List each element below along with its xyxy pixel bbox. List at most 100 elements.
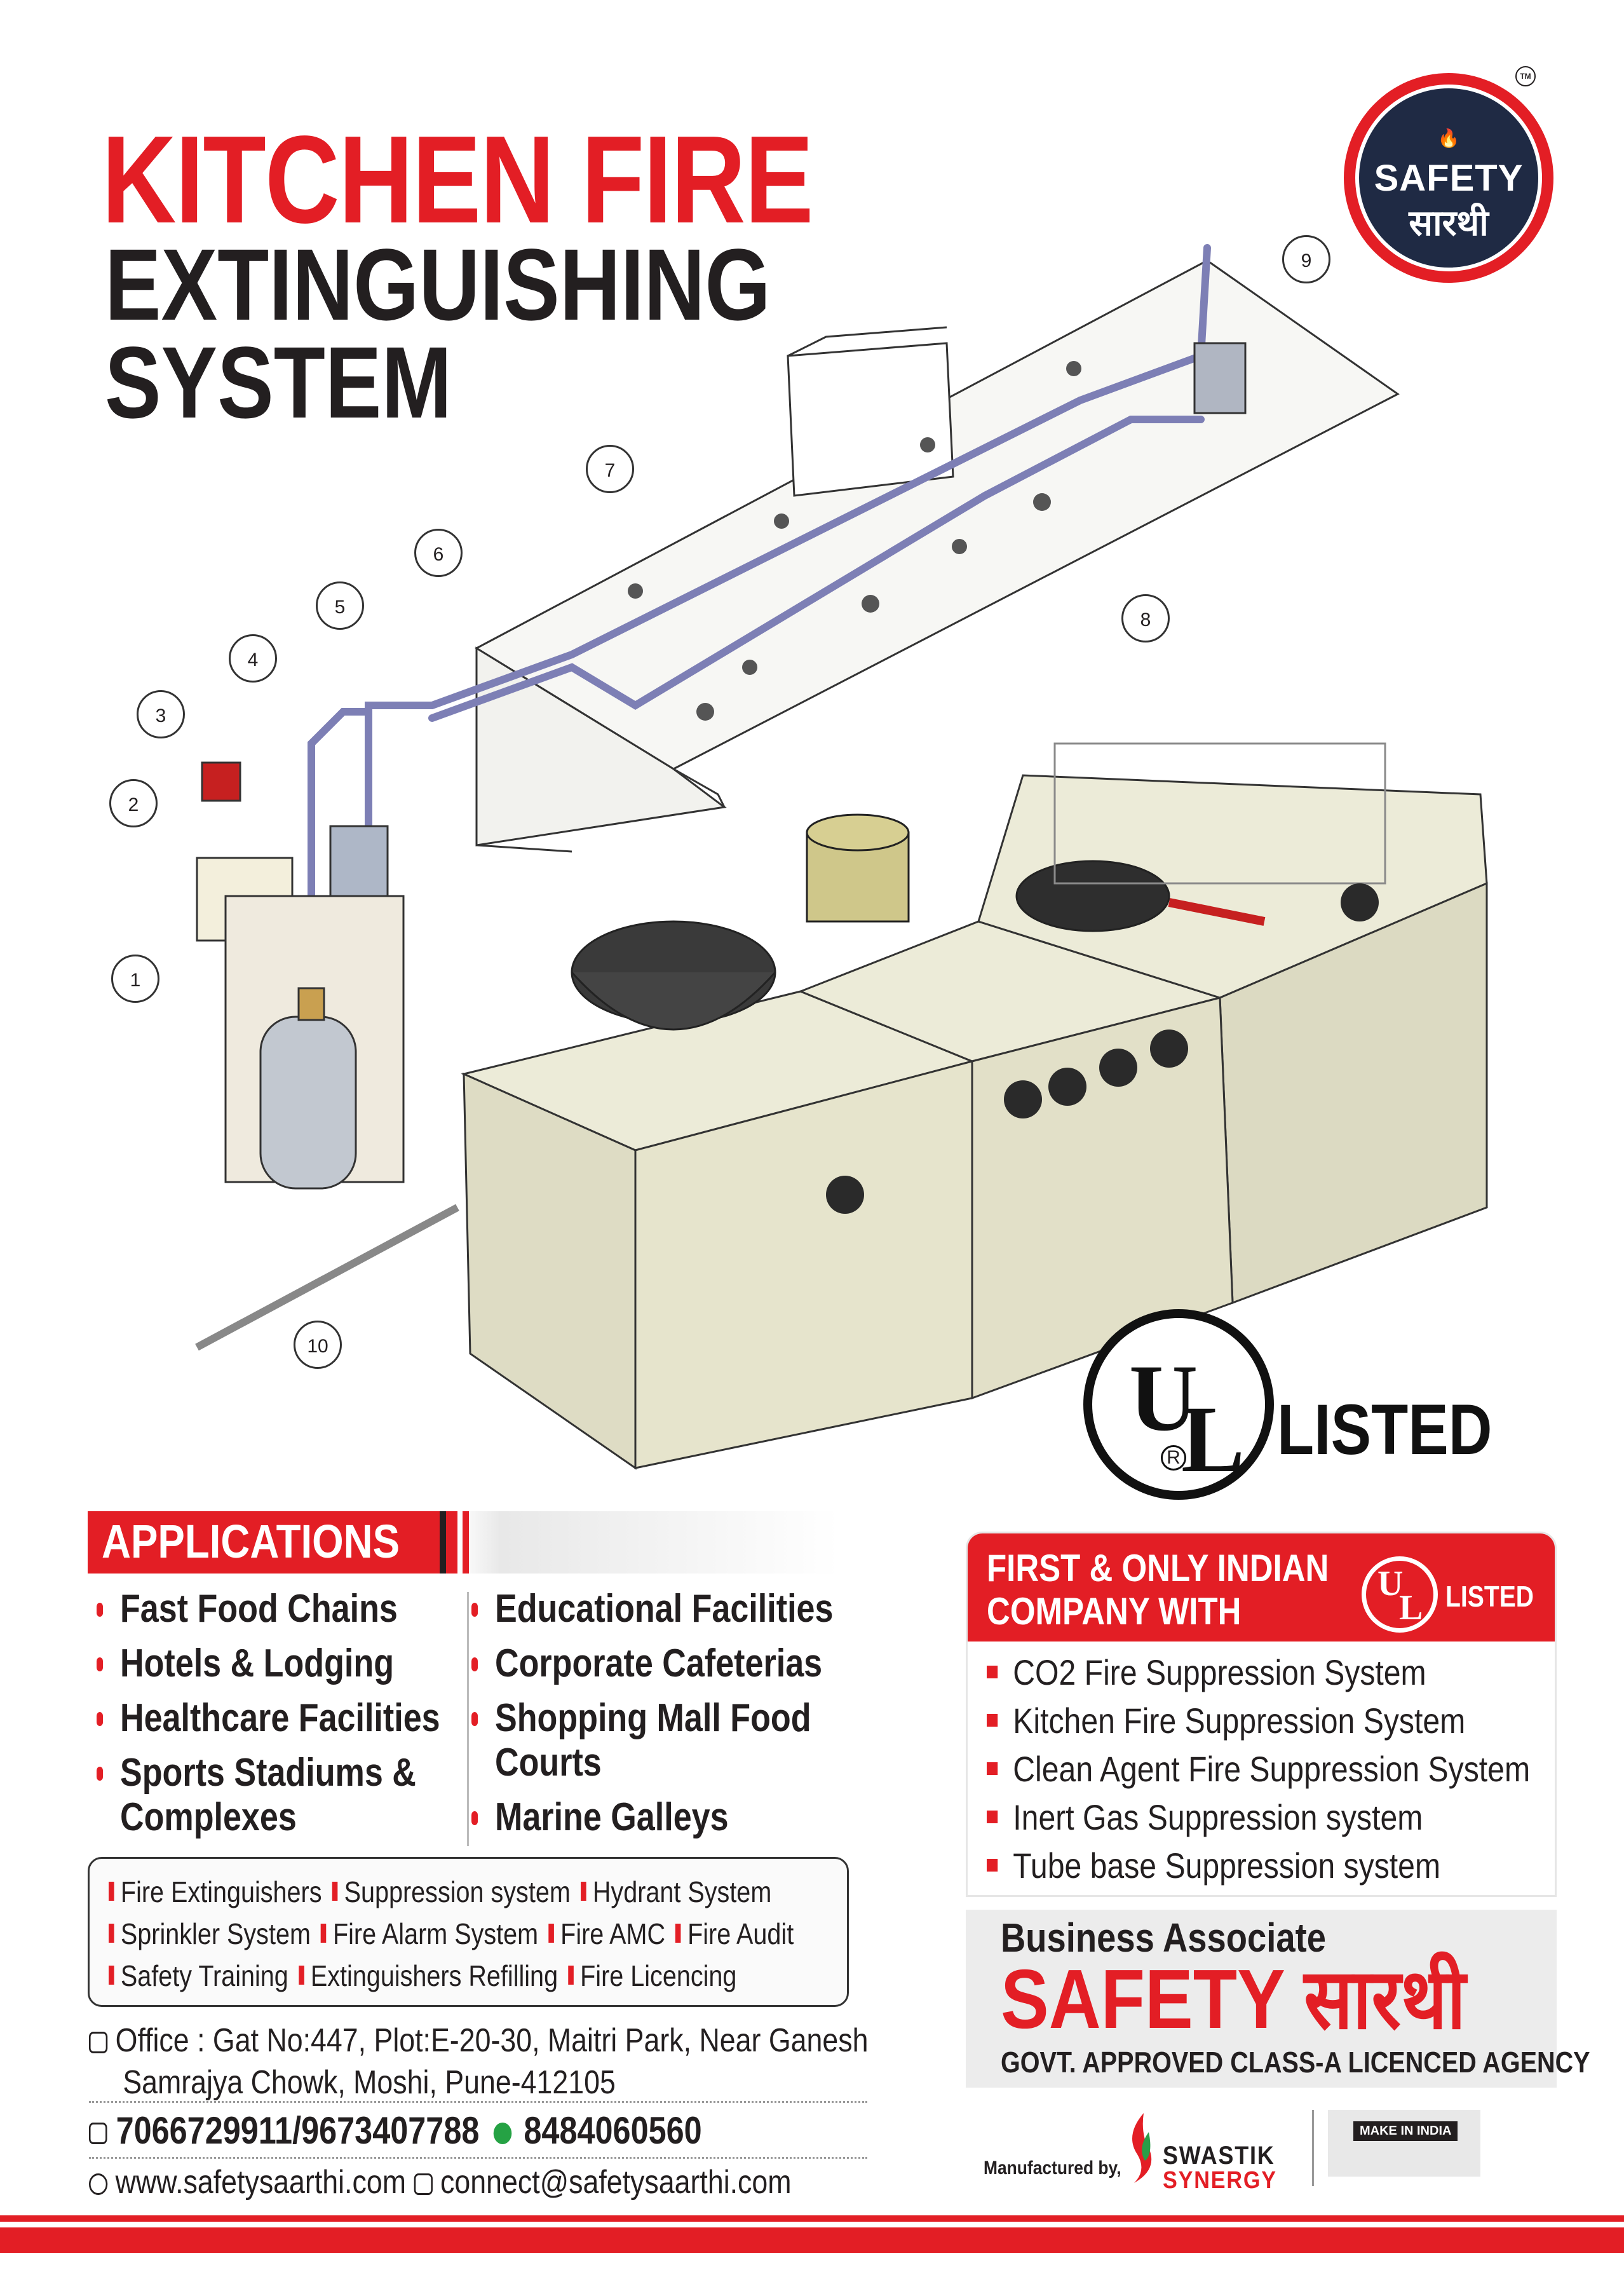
manufacturer-brand-2: SYNERGY: [1163, 2167, 1277, 2194]
cooking-range: [461, 774, 1488, 1470]
footer-bar: [0, 2227, 1624, 2253]
callout-4: 4: [229, 634, 277, 683]
list-item: Fast Food Chains: [97, 1586, 440, 1632]
service-item: Fire AMC: [548, 1916, 665, 1952]
ul-small-listed-text: LISTED: [1445, 1580, 1534, 1613]
service-item: Fire Licencing: [568, 1958, 736, 1994]
ul-letter-l: L: [1181, 1387, 1245, 1492]
list-item: Shopping Mall Food: [471, 1696, 833, 1741]
list-item-continuation: Complexes: [97, 1795, 440, 1840]
list-item: Healthcare Facilities: [97, 1696, 440, 1741]
office-address: Office : Gat No:447, Plot:E-20-30, Maitr…: [89, 2020, 868, 2104]
footer-line: [0, 2215, 1624, 2222]
email-link[interactable]: connect@safetysaarthi.com: [440, 2164, 792, 2201]
ul-letter-u: U: [1129, 1345, 1198, 1451]
applications-divider: [467, 1592, 469, 1846]
list-item: Marine Galleys: [471, 1795, 833, 1840]
whatsapp-icon: [493, 2123, 512, 2145]
list-item: Hotels & Lodging: [97, 1641, 440, 1687]
address-line-1: Office : Gat No:447, Plot:E-20-30, Maitr…: [115, 2022, 869, 2059]
location-pin-icon: [89, 2032, 108, 2054]
ul-listed-logo: U L R: [1083, 1309, 1274, 1500]
ul-letter-l: L: [1399, 1588, 1423, 1628]
phone-text[interactable]: 7066729911/9673407788: [116, 2109, 480, 2152]
service-item: Fire Extinguishers: [109, 1874, 322, 1910]
list-item: Clean Agent Fire Suppression System: [987, 1748, 1530, 1790]
ul-letter-u: U: [1377, 1564, 1404, 1603]
list-item-text: Complexes: [119, 1795, 297, 1839]
list-item: Kitchen Fire Suppression System: [987, 1700, 1465, 1741]
exhaust-hood: [474, 259, 1400, 853]
service-item: Hydrant System: [580, 1874, 771, 1910]
service-item: Fire Audit: [675, 1916, 794, 1952]
list-item-text: Courts: [494, 1741, 602, 1784]
callout-10: 10: [294, 1321, 342, 1369]
business-associate-label: Business Associate: [1001, 1915, 1326, 1961]
title-line-2: EXTINGUISHING: [105, 228, 771, 341]
address-line-2: Samrajya Chowk, Moshi, Pune-412105: [123, 2064, 616, 2101]
header-stripe: [451, 1511, 457, 1574]
callout-2: 2: [109, 779, 158, 827]
callout-9: 9: [1282, 235, 1330, 283]
business-associate-box: [966, 1910, 1557, 2088]
first-only-header: FIRST & ONLY INDIAN COMPANY WITH U L LIS…: [968, 1533, 1555, 1641]
list-item-continuation: Courts: [471, 1740, 833, 1786]
make-in-india-text: MAKE IN INDIA: [1353, 2121, 1458, 2141]
first-only-line-1: FIRST & ONLY INDIAN: [987, 1547, 1329, 1589]
swastik-flame-icon: [1132, 2113, 1152, 2183]
knobs: [826, 883, 1379, 1214]
ul-small-logo: U L: [1362, 1556, 1438, 1633]
applications-right-list: Educational Facilities Corporate Cafeter…: [471, 1586, 902, 1849]
callout-7: 7: [586, 445, 634, 493]
applications-title: APPLICATIONS: [102, 1515, 400, 1568]
callout-8: 8: [1121, 594, 1170, 642]
kitchen-system-illustration: [195, 244, 1488, 1470]
logo-text-safety: SAFETY: [1374, 158, 1524, 199]
callout-3: 3: [137, 690, 185, 738]
header-stripe: [463, 1511, 469, 1574]
callout-5: 5: [316, 581, 364, 630]
agent-cylinder: [259, 987, 357, 1190]
divider: [89, 2157, 867, 2159]
website-link[interactable]: www.safetysaarthi.com: [115, 2164, 406, 2201]
nozzles: [628, 361, 1081, 721]
title-line-1: KITCHEN FIRE: [102, 110, 813, 249]
gas-line: [195, 1204, 459, 1351]
service-item: Suppression system: [332, 1874, 571, 1910]
service-item: Fire Alarm System: [321, 1916, 538, 1952]
service-item: Sprinkler System: [109, 1916, 311, 1952]
web-contact: www.safetysaarthi.com connect@safetysaar…: [89, 2163, 792, 2201]
applications-left-list: Fast Food Chains Hotels & Lodging Health…: [97, 1586, 506, 1849]
divider: [1312, 2110, 1314, 2186]
whatsapp-number[interactable]: 8484060560: [524, 2109, 702, 2152]
list-item: Educational Facilities: [471, 1586, 833, 1632]
trademark-mark: TM: [1515, 66, 1536, 86]
services-row: Sprinkler System Fire Alarm System Fire …: [109, 1916, 797, 1952]
list-item: Inert Gas Suppression system: [987, 1797, 1423, 1838]
business-name: SAFETY सारथी: [1001, 1952, 1466, 2046]
registered-icon: R: [1161, 1445, 1186, 1471]
callout-1: 1: [111, 955, 159, 1003]
make-in-india-logo: [1328, 2110, 1480, 2177]
header-stripe: [440, 1511, 446, 1574]
phone-numbers: 7066729911/9673407788 8484060560: [89, 2109, 702, 2152]
service-item: Extinguishers Refilling: [298, 1958, 558, 1994]
services-row: Safety Training Extinguishers Refilling …: [109, 1958, 740, 1994]
list-item: Corporate Cafeterias: [471, 1641, 833, 1687]
list-item: CO2 Fire Suppression System: [987, 1652, 1426, 1693]
services-box: Fire Extinguishers Suppression system Hy…: [88, 1857, 849, 2007]
first-only-line-2: COMPANY WITH: [987, 1590, 1242, 1633]
cookware: [571, 742, 1386, 1031]
phone-icon: [89, 2123, 107, 2145]
service-item: Safety Training: [109, 1958, 288, 1994]
safety-saarthi-logo: 🔥 SAFETY सारथी: [1344, 73, 1553, 283]
title-line-3: SYSTEM: [105, 325, 452, 439]
manufactured-by-label: Manufactured by,: [984, 2158, 1121, 2178]
govt-approved-text: GOVT. APPROVED CLASS-A LICENCED AGENCY: [1001, 2046, 1590, 2079]
email-icon: [414, 2173, 433, 2196]
divider: [89, 2101, 867, 2103]
list-item: Sports Stadiums &: [97, 1750, 440, 1796]
list-item: Tube base Suppression system: [987, 1845, 1440, 1886]
globe-icon: [89, 2173, 108, 2196]
logo-text-saarthi: सारथी: [1409, 203, 1489, 243]
